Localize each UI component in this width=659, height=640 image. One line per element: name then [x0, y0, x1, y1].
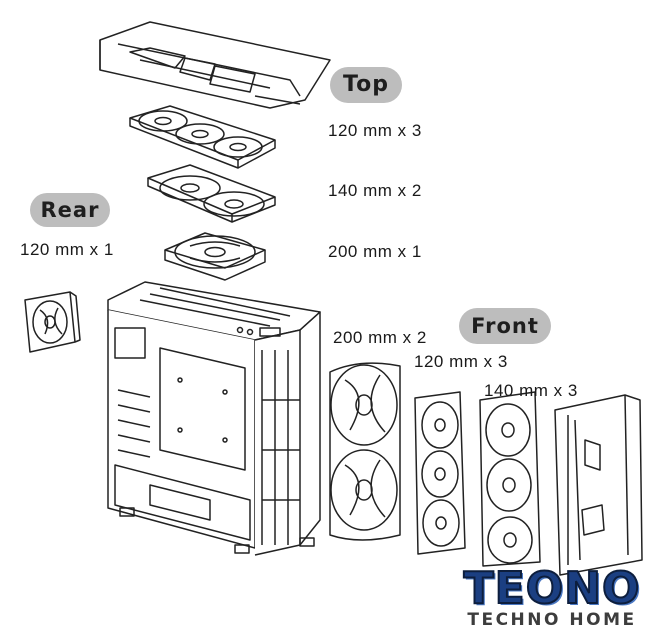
label-rear: Rear: [30, 193, 110, 227]
front-panel: [554, 394, 643, 576]
front-fans-120: [414, 391, 466, 555]
brand-logo: TEONO: [463, 563, 641, 614]
top-fan-tray-120: [129, 105, 276, 169]
brand-tagline: TECHNO HOME: [467, 610, 637, 630]
top-fan-tray-140: [147, 164, 276, 223]
label-top: Top: [330, 67, 402, 103]
rear-fan-120: [24, 291, 81, 353]
spec-front-120: 120 mm x 3: [414, 352, 508, 371]
spec-rear-120: 120 mm x 1: [20, 240, 114, 259]
spec-front-200: 200 mm x 2: [333, 328, 427, 347]
spec-front-140: 140 mm x 3: [484, 381, 578, 400]
spec-top-120: 120 mm x 3: [328, 121, 422, 140]
label-front: Front: [459, 308, 551, 344]
spec-top-140: 140 mm x 2: [328, 181, 422, 200]
case-body: [107, 281, 321, 556]
top-fan-200: [164, 232, 266, 281]
top-cover-panel: [99, 21, 331, 109]
spec-top-200: 200 mm x 1: [328, 242, 422, 261]
front-fans-200: [329, 362, 401, 541]
front-fans-140: [479, 391, 541, 567]
